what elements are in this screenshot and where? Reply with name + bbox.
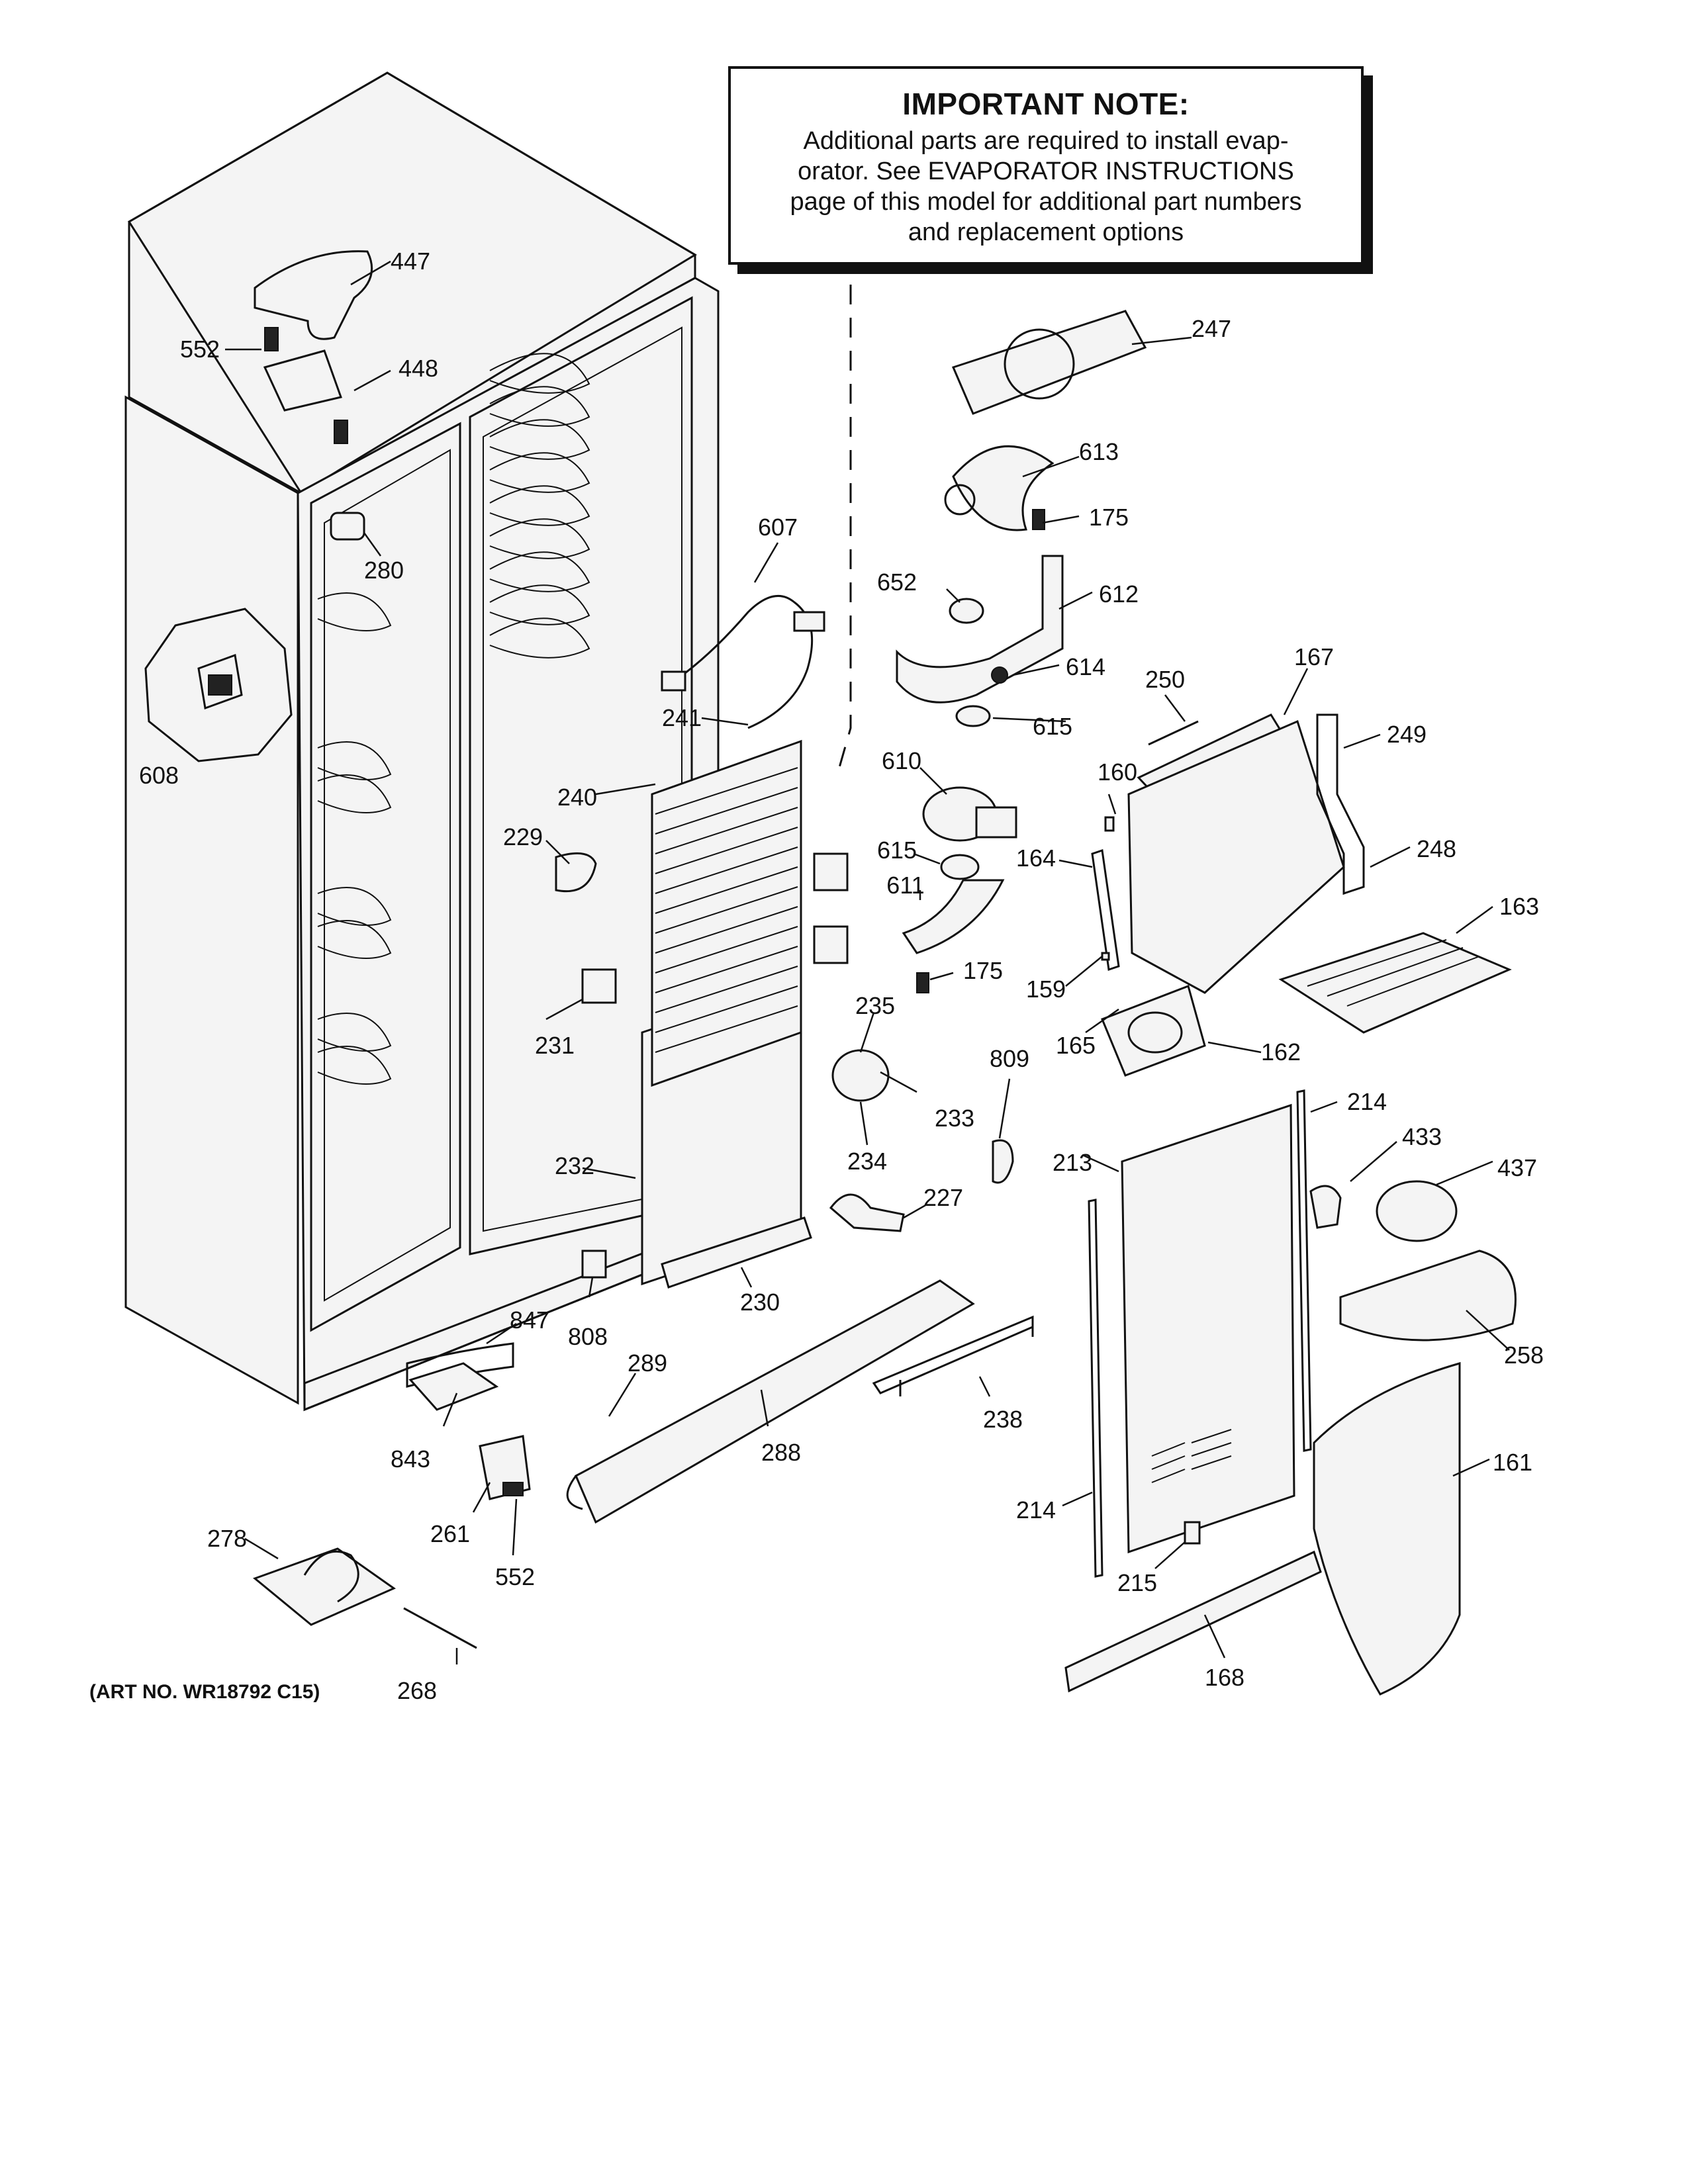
part-label: 214	[1015, 1496, 1056, 1524]
note-line: Additional parts are required to install…	[803, 127, 1289, 155]
part-label: 288	[761, 1439, 802, 1466]
part-label: 278	[207, 1525, 248, 1552]
part-label: 233	[934, 1105, 975, 1132]
part-label: 214	[1346, 1088, 1387, 1115]
evaporator-assembly	[555, 594, 849, 1289]
part-label: 615	[1032, 713, 1073, 740]
part-label: 652	[876, 569, 917, 596]
part-label: 161	[1492, 1449, 1533, 1476]
part-label: 615	[876, 837, 917, 864]
part-label: 261	[430, 1520, 471, 1547]
part-label: 227	[923, 1184, 964, 1211]
part-label: 168	[1204, 1664, 1245, 1691]
part-label: 215	[1117, 1569, 1158, 1596]
note-body: Additional parts are required to install…	[731, 126, 1361, 248]
part-label: 238	[982, 1406, 1023, 1433]
part-label: 159	[1025, 976, 1066, 1003]
part-label: 247	[1191, 315, 1232, 342]
part-label: 448	[398, 355, 439, 382]
part-label: 160	[1097, 758, 1138, 786]
lower-hardware	[253, 1342, 531, 1649]
part-label: 258	[1503, 1342, 1544, 1369]
part-label: 289	[627, 1349, 668, 1377]
part-label: 213	[1052, 1149, 1093, 1176]
leader-lines	[225, 260, 1510, 1664]
note-title: IMPORTANT NOTE:	[902, 87, 1190, 121]
part-label: 552	[494, 1563, 536, 1590]
switch-detail-608	[144, 608, 293, 762]
part-label: 437	[1497, 1154, 1538, 1181]
part-label: 234	[847, 1148, 888, 1175]
top-hinge-assembly	[254, 250, 373, 444]
part-280-shape	[330, 512, 365, 541]
refrigerator-cabinet	[124, 71, 720, 1412]
part-label: 613	[1078, 438, 1119, 465]
part-label: 162	[1260, 1038, 1301, 1066]
part-label: 607	[757, 514, 798, 541]
note-line: page of this model for additional part n…	[790, 188, 1302, 216]
part-label: 167	[1293, 643, 1335, 670]
part-label: 250	[1145, 666, 1186, 693]
part-label: 447	[390, 248, 431, 275]
part-label: 163	[1499, 893, 1540, 920]
part-label: 235	[855, 992, 896, 1019]
part-label: 608	[138, 762, 179, 789]
art-number: (ART NO. WR18792 C15)	[89, 1681, 320, 1703]
part-label: 280	[363, 557, 404, 584]
part-label: 808	[567, 1323, 608, 1350]
note-line: and replacement options	[908, 218, 1184, 246]
part-label: 231	[534, 1032, 575, 1059]
part-label: 847	[509, 1306, 550, 1334]
fan-motor-assembly	[829, 310, 1147, 1232]
part-label: 240	[557, 784, 598, 811]
important-note-box: IMPORTANT NOTE: Additional parts are req…	[728, 66, 1364, 265]
part-label: 175	[1088, 504, 1129, 531]
part-label: 612	[1098, 580, 1139, 608]
part-label: 248	[1416, 835, 1457, 862]
part-label: 610	[881, 747, 922, 774]
part-label: 164	[1015, 844, 1056, 872]
part-label: 809	[989, 1045, 1030, 1072]
part-label: 433	[1401, 1123, 1442, 1150]
evaporator-cover-assembly	[1064, 713, 1517, 1696]
part-label: 552	[179, 336, 220, 363]
drain-trough-288	[566, 1279, 1034, 1524]
part-label: 843	[390, 1445, 431, 1473]
part-label: 611	[886, 872, 925, 899]
part-label: 229	[502, 823, 543, 850]
part-label: 165	[1055, 1032, 1096, 1059]
part-label: 230	[739, 1289, 780, 1316]
note-pointer-dashed-line	[836, 285, 852, 775]
part-label: 249	[1386, 721, 1427, 748]
part-label: 175	[962, 957, 1004, 984]
part-label: 232	[554, 1152, 595, 1179]
part-label: 268	[397, 1677, 438, 1704]
part-label: 614	[1065, 653, 1106, 680]
note-line: orator. See EVAPORATOR INSTRUCTIONS	[798, 158, 1294, 185]
part-label: 241	[661, 704, 702, 731]
